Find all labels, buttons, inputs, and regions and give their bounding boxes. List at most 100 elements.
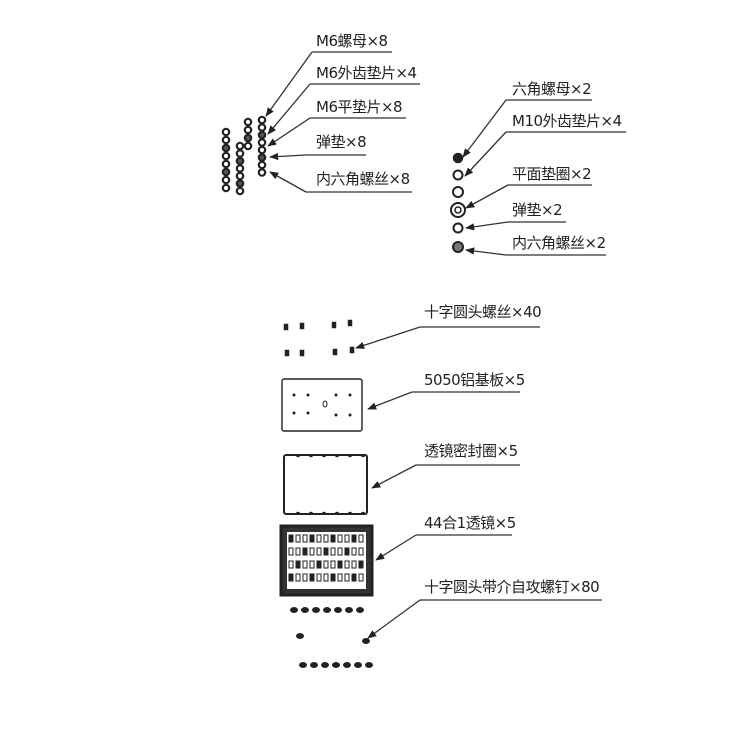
- seal-notch: [295, 454, 301, 458]
- seal-notch: [347, 454, 353, 458]
- m10-part-1: [452, 169, 464, 181]
- self-tapping-screw: [332, 662, 340, 668]
- leader-m6-spring-washer-arrow: [269, 152, 307, 161]
- lens-cell: [358, 573, 364, 582]
- board-hole: [306, 393, 310, 397]
- label-spring-washer-2: 弹垫×2: [512, 201, 563, 219]
- leader-aluminum-board-arrow: [367, 391, 413, 410]
- lens-cell: [288, 573, 294, 582]
- seal-notch: [308, 454, 314, 458]
- label-spring-washer-8: 弹垫×8: [316, 133, 367, 151]
- m6-fastener-stack: [221, 143, 231, 153]
- leader-m6-tooth-washer-arrow: [267, 83, 311, 135]
- m10-part-3: [450, 202, 466, 218]
- m6-fastener-stack: [221, 135, 231, 145]
- lens-cell: [288, 534, 294, 543]
- lens-cell: [337, 560, 343, 569]
- label-hex-socket-screw-8: 内六角螺丝×8: [316, 170, 410, 188]
- lens-cell: [323, 560, 329, 569]
- lens-cell: [302, 547, 308, 556]
- lens-cell: [316, 573, 322, 582]
- label-lens: 44合1透镜×5: [424, 514, 516, 532]
- lens-cell: [316, 534, 322, 543]
- m10-part-2: [452, 186, 464, 198]
- self-tapping-screw: [354, 662, 362, 668]
- m6-fastener-stack: [243, 125, 253, 135]
- m6-fastener-stack: [235, 141, 245, 151]
- self-tapping-screw: [362, 638, 370, 644]
- lens-cell: [330, 547, 336, 556]
- m10-part-4: [452, 222, 464, 234]
- self-tapping-screw: [323, 607, 331, 613]
- lens-cell: [358, 534, 364, 543]
- lens-cell: [330, 534, 336, 543]
- m6-fastener-stack: [257, 145, 267, 155]
- label-aluminum-board: 5050铝基板×5: [424, 371, 525, 389]
- lens-cell: [344, 560, 350, 569]
- m6-fastener-stack: [257, 115, 267, 125]
- m6-fastener-stack: [257, 160, 267, 170]
- m6-fastener-stack: [221, 159, 231, 169]
- seal-notch: [360, 454, 366, 458]
- lens-cell: [302, 573, 308, 582]
- phillips-screw: [283, 323, 289, 331]
- seal-notch: [334, 511, 340, 515]
- m10-part-5: [452, 241, 464, 253]
- lens-cell: [358, 560, 364, 569]
- lens-cell: [337, 534, 343, 543]
- m6-fastener-stack: [235, 186, 245, 196]
- label-flat-washer-ring: 平面垫圈×2: [512, 165, 592, 183]
- m10-washer-hole: [454, 206, 462, 214]
- lens-cell: [316, 560, 322, 569]
- seal-notch: [347, 511, 353, 515]
- board-hole: [348, 393, 352, 397]
- phillips-screw: [347, 319, 353, 327]
- board-hole: [348, 413, 352, 417]
- leader-hex-nut-arrow: [462, 99, 507, 158]
- lens-cell: [302, 534, 308, 543]
- m6-fastener-stack: [257, 168, 267, 177]
- m6-fastener-stack: [221, 151, 231, 161]
- seal-notch: [321, 511, 327, 515]
- leader-m10-screw-arrow: [465, 247, 507, 256]
- self-tapping-screw: [299, 662, 307, 668]
- leader-self-tapping-screw-arrow: [367, 599, 421, 639]
- m6-fastener-stack: [257, 130, 267, 140]
- lens-cell: [302, 560, 308, 569]
- label-hex-nut: 六角螺母×2: [512, 80, 592, 98]
- lens-cell: [295, 534, 301, 543]
- self-tapping-screw: [296, 633, 304, 639]
- leader-m6-screw-arrow: [269, 171, 307, 193]
- lens-cell: [330, 573, 336, 582]
- lens-cell: [344, 534, 350, 543]
- seal-notch: [308, 511, 314, 515]
- leader-phillips-screw-arrow: [355, 326, 421, 349]
- m6-fastener-stack: [243, 133, 253, 143]
- lens-cell: [351, 534, 357, 543]
- leader-lens-arrow: [375, 534, 417, 561]
- m6-fastener-stack: [257, 123, 267, 132]
- leader-lens-seal-arrow: [371, 464, 417, 489]
- lens-cell: [351, 560, 357, 569]
- m6-fastener-stack: [243, 141, 253, 151]
- board-hole: [334, 413, 338, 417]
- lens-cell: [309, 547, 315, 556]
- m6-fastener-stack: [221, 167, 231, 177]
- seal-notch: [321, 454, 327, 458]
- lens-cell: [344, 573, 350, 582]
- leader-m6-flat-washer-arrow: [267, 117, 311, 147]
- lens-cell: [323, 534, 329, 543]
- phillips-screw: [332, 348, 338, 356]
- seal-notch: [334, 454, 340, 458]
- m6-fastener-stack: [257, 138, 267, 147]
- label-m6-flat-washer: M6平垫片×8: [316, 98, 403, 116]
- self-tapping-screw: [345, 607, 353, 613]
- self-tapping-screw: [321, 662, 329, 668]
- label-self-tapping-screw: 十字圆头带介自攻螺钉×80: [424, 578, 600, 596]
- label-hex-socket-screw-2: 内六角螺丝×2: [512, 234, 606, 252]
- lens-cell: [288, 560, 294, 569]
- m6-fastener-stack: [257, 153, 267, 162]
- self-tapping-screw: [310, 662, 318, 668]
